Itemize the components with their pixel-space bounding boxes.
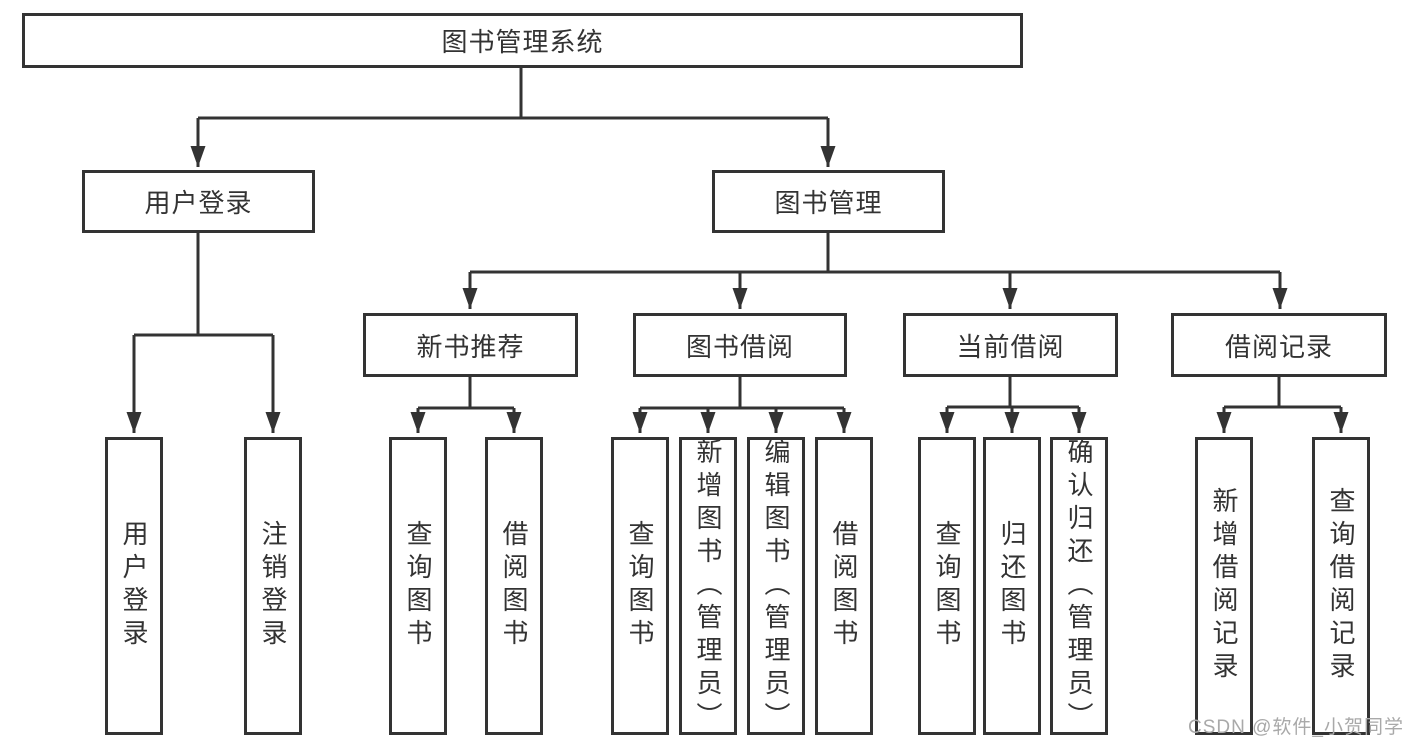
leaf-label: 用户登录 <box>119 520 149 652</box>
leaf-query-book-recommend: 查询图书 <box>389 437 447 735</box>
node-label: 借阅记录 <box>1224 331 1333 362</box>
leaf-add-book-admin: 新增图书（管理员） <box>679 437 737 735</box>
node-label: 用户登录 <box>144 188 253 218</box>
node-new-book-recommend: 新书推荐 <box>363 313 578 377</box>
leaf-label: 确认归还（管理员） <box>1064 437 1094 735</box>
leaf-label: 借阅图书 <box>499 520 529 652</box>
leaf-borrow-book-borrowing: 借阅图书 <box>815 437 873 735</box>
csdn-watermark: CSDN @软件_小贺同学 <box>1188 717 1404 738</box>
node-library-management-system: 图书管理系统 <box>22 13 1023 68</box>
leaf-query-book-borrowing: 查询图书 <box>611 437 669 735</box>
leaf-add-borrow-record: 新增借阅记录 <box>1195 437 1253 735</box>
tree-branches <box>126 68 1349 433</box>
leaf-query-borrow-record: 查询借阅记录 <box>1312 437 1370 735</box>
node-label: 新书推荐 <box>416 331 525 362</box>
node-label: 图书借阅 <box>685 331 794 362</box>
leaf-label: 注销登录 <box>258 520 288 652</box>
node-label: 图书管理系统 <box>441 27 604 57</box>
leaf-label: 归还图书 <box>997 520 1027 652</box>
leaf-return-book: 归还图书 <box>983 437 1041 735</box>
node-user-login: 用户登录 <box>82 170 315 233</box>
node-borrowing-records: 借阅记录 <box>1171 313 1387 377</box>
leaf-borrow-book-recommend: 借阅图书 <box>485 437 543 735</box>
leaf-label: 借阅图书 <box>829 520 859 652</box>
leaf-label: 新增图书（管理员） <box>693 437 723 735</box>
leaf-user-login: 用户登录 <box>105 437 163 735</box>
leaf-logout: 注销登录 <box>244 437 302 735</box>
leaf-label: 编辑图书（管理员） <box>761 437 791 735</box>
leaf-label: 查询图书 <box>403 520 433 652</box>
leaf-label: 查询图书 <box>932 520 962 652</box>
leaf-edit-book-admin: 编辑图书（管理员） <box>747 437 805 735</box>
node-label: 图书管理 <box>774 188 883 218</box>
leaf-label: 查询图书 <box>625 520 655 652</box>
leaf-label: 新增借阅记录 <box>1209 487 1239 685</box>
node-book-borrowing: 图书借阅 <box>633 313 847 377</box>
node-current-borrowing: 当前借阅 <box>903 313 1118 377</box>
node-book-management: 图书管理 <box>712 170 945 233</box>
leaf-query-book-current: 查询图书 <box>918 437 976 735</box>
leaf-label: 查询借阅记录 <box>1326 487 1356 685</box>
node-label: 当前借阅 <box>956 331 1065 362</box>
leaf-confirm-return-admin: 确认归还（管理员） <box>1050 437 1108 735</box>
